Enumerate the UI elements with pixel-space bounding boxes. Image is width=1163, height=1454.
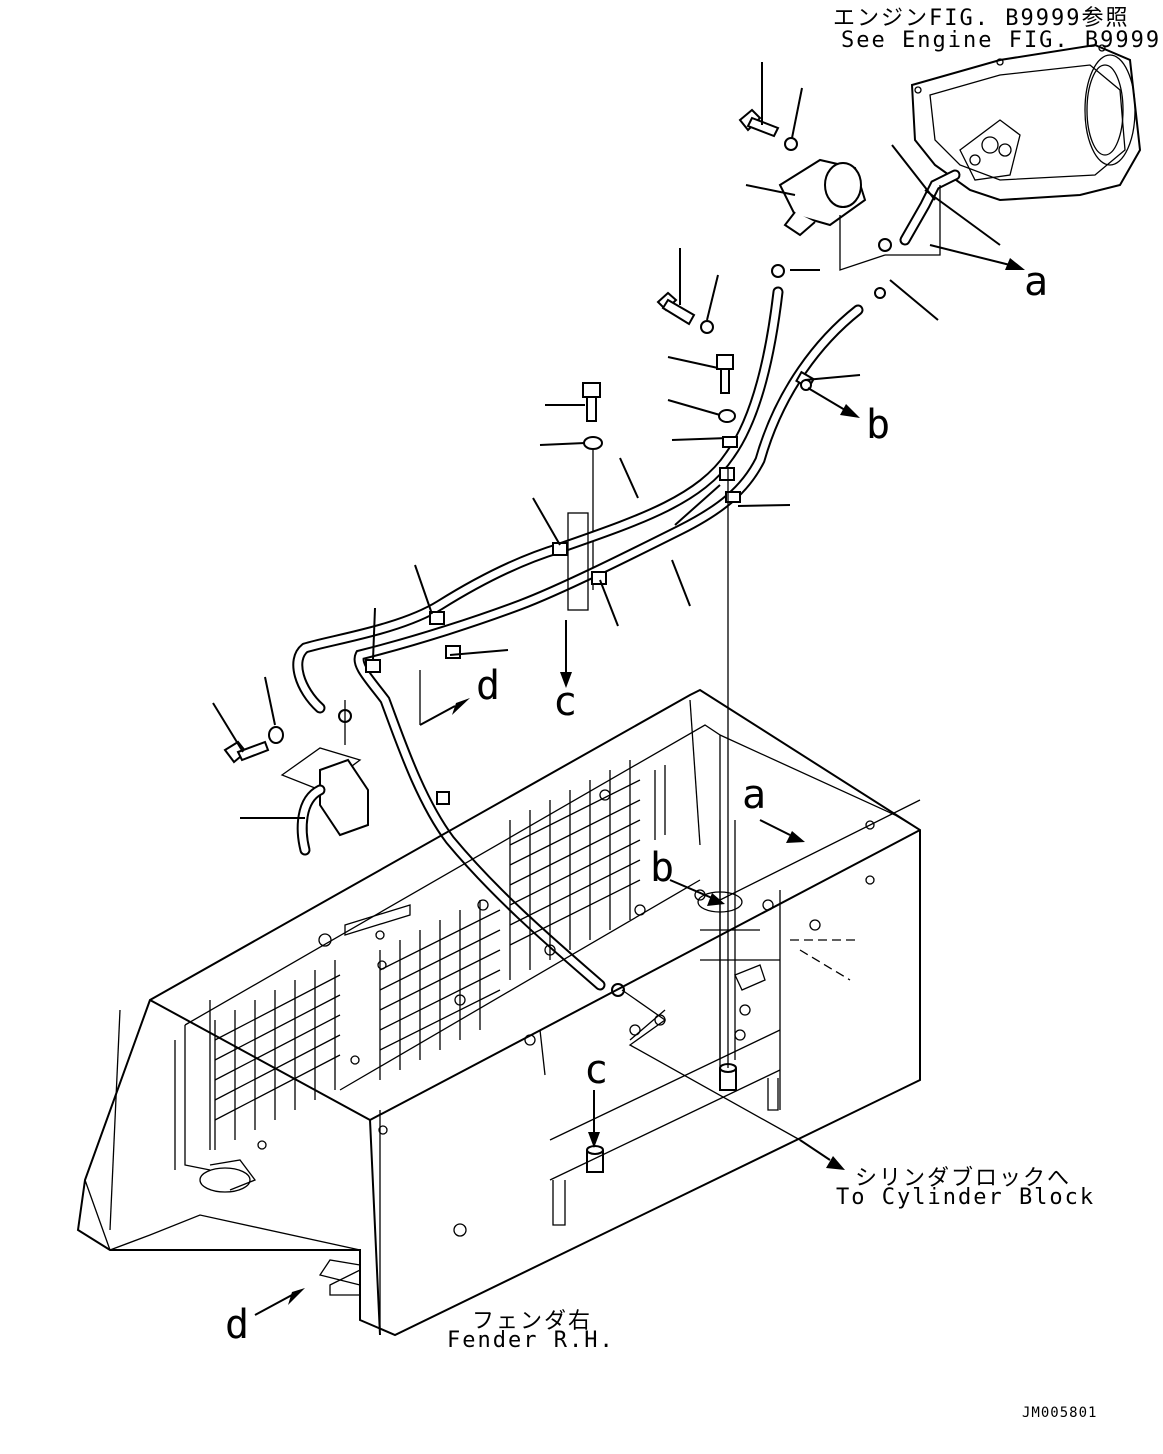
engine-ref-en: See Engine FIG. B9999 bbox=[841, 28, 1162, 53]
marker-d-top: d bbox=[476, 663, 501, 709]
hose-clamps bbox=[338, 370, 861, 997]
marker-c-top: c bbox=[553, 679, 578, 725]
marker-a-low: a bbox=[742, 772, 767, 818]
bolt-top-2 bbox=[656, 248, 719, 334]
marker-c-low: c bbox=[584, 1047, 609, 1093]
cylinder-ref-jp: シリンダブロックへ bbox=[855, 1166, 1072, 1191]
grille-hatching bbox=[214, 760, 666, 1150]
cylinder-mount bbox=[586, 468, 860, 1173]
cylinder-ref-en: To Cylinder Block bbox=[836, 1185, 1096, 1210]
fender-ref-en: Fender R.H. bbox=[447, 1328, 615, 1353]
bolt-top-1 bbox=[738, 62, 803, 151]
marker-b-top: b bbox=[866, 402, 891, 448]
drawing-id: JM005801 bbox=[1022, 1405, 1098, 1421]
fender-ref-jp: フェンダ右 bbox=[472, 1309, 593, 1334]
marker-b-low: b bbox=[650, 845, 675, 891]
leader-arrows bbox=[254, 244, 1025, 1316]
fender-frame bbox=[76, 688, 921, 1337]
marker-d-low: d bbox=[225, 1302, 250, 1348]
bolt-middle bbox=[667, 354, 791, 526]
engine-hose bbox=[891, 144, 961, 246]
filter-assembly bbox=[745, 158, 1001, 321]
bolt-left bbox=[539, 382, 603, 590]
valve-left bbox=[212, 676, 369, 856]
frame-fasteners bbox=[257, 789, 875, 1296]
engine-ref-jp: エンジンFIG. B9999参照 bbox=[833, 6, 1130, 31]
marker-a-top: a bbox=[1024, 259, 1049, 305]
hose-main bbox=[292, 286, 864, 991]
engine-outline bbox=[910, 43, 1142, 202]
